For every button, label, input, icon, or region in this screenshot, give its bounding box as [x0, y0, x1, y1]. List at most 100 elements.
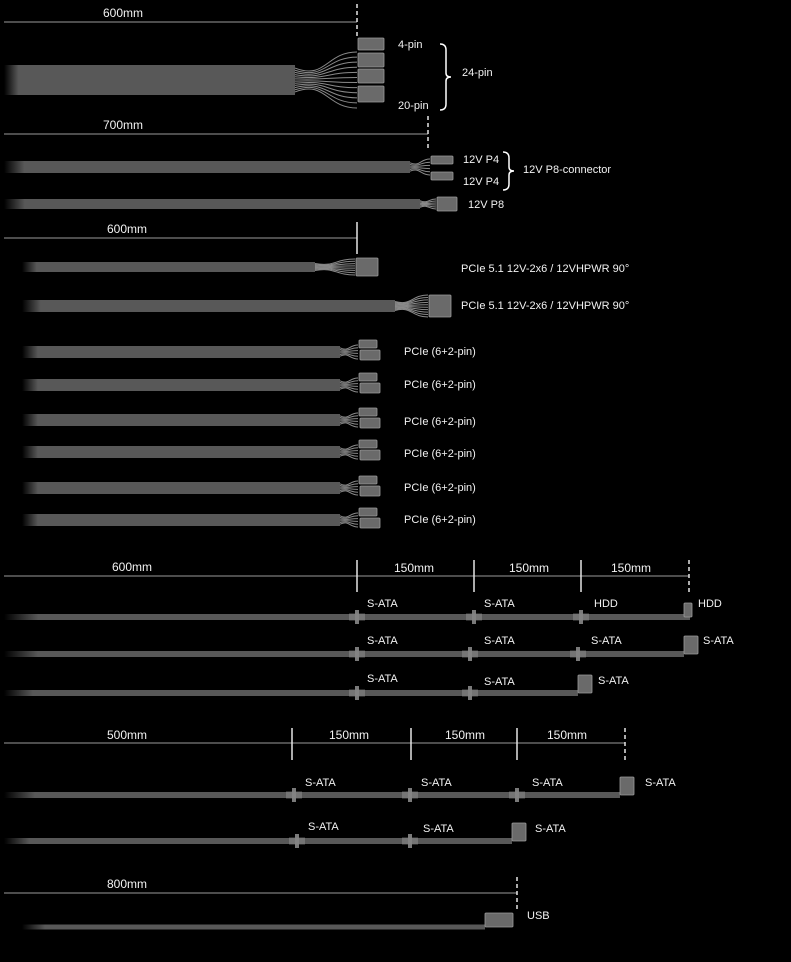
- cable-wire: [294, 81, 358, 89]
- connectors: [286, 37, 699, 928]
- cable-body: [22, 414, 340, 426]
- cable-body: [22, 379, 340, 391]
- cable-wire: [419, 204, 437, 208]
- cable-wire: [409, 161, 431, 166]
- cable-body: [4, 690, 578, 696]
- cable-wire: [339, 490, 359, 496]
- cable-wire: [339, 387, 359, 393]
- connector: [619, 776, 635, 796]
- cable-body: [22, 262, 315, 272]
- braces: [439, 43, 515, 191]
- cable-wire: [339, 418, 359, 420]
- cable-body: [4, 792, 620, 798]
- connector: [358, 372, 378, 382]
- cable-wire: [339, 521, 359, 525]
- pcie-label: PCIe (6+2-pin): [404, 379, 476, 391]
- connector: [683, 602, 693, 618]
- cable-wire: [294, 61, 358, 75]
- connector: [358, 439, 378, 449]
- cable-wire: [339, 444, 359, 450]
- cable-wire: [294, 86, 358, 104]
- sata2-row1-label: S-ATA: [421, 777, 452, 789]
- cable-wire: [339, 454, 359, 460]
- cable-wire: [314, 260, 356, 266]
- cable-wire: [314, 258, 356, 265]
- cable-wire: [409, 169, 431, 176]
- sata1-row1-label: S-ATA: [367, 598, 398, 610]
- cable-wire: [314, 263, 356, 267]
- connector: [358, 475, 378, 485]
- cable-wire: [339, 450, 359, 452]
- cable-wire: [409, 167, 431, 170]
- sata2-row2-label: S-ATA: [535, 823, 566, 835]
- sata1-row2-label: S-ATA: [367, 635, 398, 647]
- cable-wire: [419, 203, 437, 206]
- cable-bodies: [4, 51, 690, 930]
- cable-wire: [339, 452, 359, 454]
- pcie-label: PCIe (6+2-pin): [404, 514, 476, 526]
- cable-body: [4, 651, 684, 657]
- connector: [359, 417, 381, 429]
- cable-wire: [394, 308, 429, 316]
- sata1-row3-label: S-ATA: [484, 676, 515, 688]
- sata2-segment-label: 500mm: [107, 728, 148, 742]
- atx-length-label: 600mm: [103, 6, 144, 20]
- cable-wire: [394, 305, 429, 308]
- cpu-length-label: 700mm: [103, 118, 144, 132]
- cable-wire: [294, 83, 358, 94]
- cable-wire: [394, 299, 429, 305]
- cable-wire: [409, 164, 431, 167]
- cable-wire: [339, 420, 359, 422]
- connector: [359, 485, 381, 497]
- cable-wire: [339, 386, 359, 390]
- measurement-lines: [4, 4, 690, 909]
- connector: [359, 449, 381, 461]
- connector: [355, 257, 379, 277]
- cable-wire: [409, 168, 431, 173]
- connector: [436, 196, 458, 212]
- cable-wire: [314, 269, 356, 276]
- connector: [359, 517, 381, 529]
- cable-wire: [394, 308, 429, 318]
- cpu-group-label: 12V P8-connector: [523, 164, 612, 176]
- cable-wire: [394, 306, 429, 311]
- cpu-p4a-label: 12V P4: [463, 154, 500, 166]
- cable-wire: [294, 51, 358, 72]
- brace: [439, 43, 452, 111]
- sata1-row2-label: S-ATA: [591, 635, 622, 647]
- sata2-row2-label: S-ATA: [423, 823, 454, 835]
- connector: [430, 171, 454, 181]
- atx-20pin-label: 20-pin: [398, 100, 429, 112]
- usb-label: USB: [527, 910, 550, 922]
- cable-wire: [339, 518, 359, 520]
- connector: [358, 407, 378, 417]
- cable-wire: [339, 350, 359, 352]
- cable-body: [22, 924, 485, 930]
- pcie-hpwr-label-2: PCIe 5.1 12V-2x6 / 12VHPWR 90°: [461, 300, 630, 312]
- usb-length-label: 800mm: [107, 877, 148, 891]
- cable-wire: [339, 377, 359, 383]
- cable-wire: [339, 347, 359, 351]
- cable-wire: [294, 66, 358, 77]
- pcie-label: PCIe (6+2-pin): [404, 416, 476, 428]
- sata2-row2-label: S-ATA: [308, 821, 339, 833]
- connector: [428, 294, 452, 318]
- cable-body: [4, 838, 512, 844]
- pcie-label: PCIe (6+2-pin): [404, 448, 476, 460]
- sata2-segment-label: 150mm: [547, 728, 588, 742]
- cable-wire: [294, 76, 358, 80]
- cable-wire: [294, 56, 358, 74]
- cable-wire: [339, 489, 359, 493]
- connector: [359, 349, 381, 361]
- connector: [359, 382, 381, 394]
- cable-wire: [419, 200, 437, 204]
- cable-wire: [339, 412, 359, 418]
- sata2-segment-label: 150mm: [445, 728, 486, 742]
- cable-wire: [339, 421, 359, 425]
- cable-wire: [339, 480, 359, 486]
- cable-wire: [339, 344, 359, 350]
- sata1-segment-label: 150mm: [611, 561, 652, 575]
- atx-4pin-label: 4-pin: [398, 39, 423, 51]
